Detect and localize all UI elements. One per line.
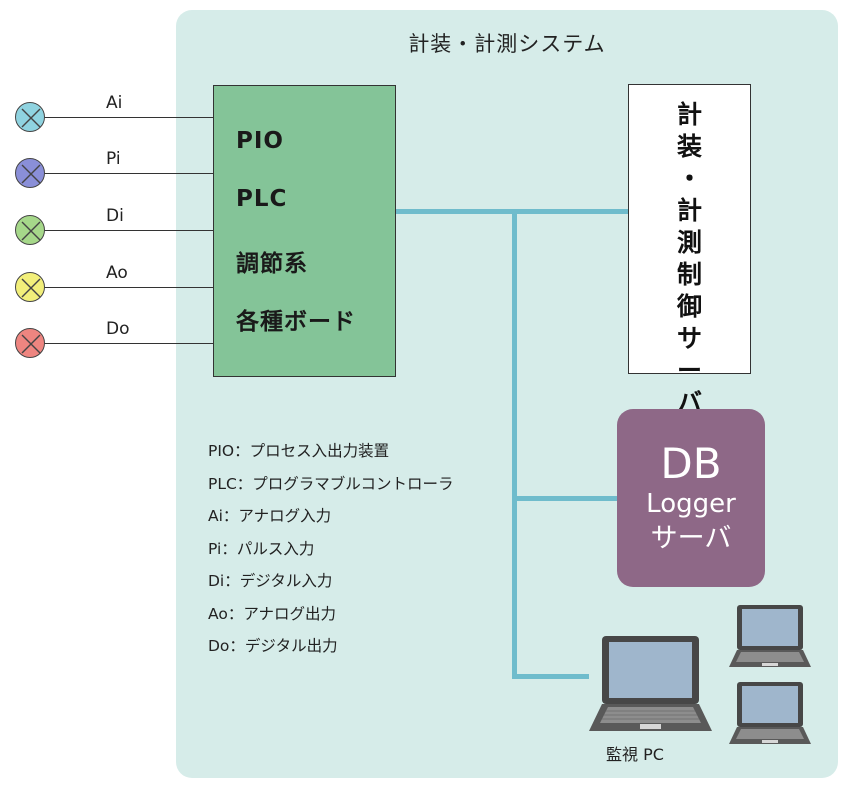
signal-label-pi: Pi [106, 149, 121, 169]
signal-label-ao: Ao [106, 263, 128, 283]
signal-wire-ao [44, 287, 213, 288]
pio-item-boards: 各種ボード [236, 309, 356, 335]
laptop-icon [728, 603, 812, 672]
server-char: 御 [676, 292, 702, 321]
signal-wire-do [44, 343, 213, 344]
server-char: 測 [676, 228, 702, 257]
signal-label-ai: Ai [106, 93, 123, 113]
pio-item-plc: PLC [236, 186, 288, 212]
server-char: 装 [676, 132, 702, 161]
server-char: 計 [676, 100, 702, 129]
db-logger-type: サーバ [650, 523, 732, 554]
signal-wire-ai [44, 117, 213, 118]
network-line-trunk [512, 209, 517, 679]
lamp-icon [15, 215, 45, 245]
control-server-label: 計 装 ・ 計 測 制 御 サ ー バ [629, 99, 750, 419]
db-logger-server: DB Logger サーバ [617, 409, 765, 587]
network-line-pc [512, 674, 589, 679]
laptop-icon [728, 680, 812, 749]
server-char: サ [676, 324, 702, 353]
pio-box: PIO PLC 調節系 各種ボード [213, 85, 396, 377]
legend-item: PLC：プログラマブルコントローラ [208, 474, 454, 493]
server-char: ー [676, 356, 702, 385]
legend-item: Ao：アナログ出力 [208, 604, 337, 623]
legend-item: Di：デジタル入力 [208, 572, 333, 590]
lamp-icon [15, 102, 45, 132]
control-server-box: 計 装 ・ 計 測 制 御 サ ー バ [628, 84, 751, 417]
signal-wire-pi [44, 173, 213, 174]
legend-item: Do：デジタル出力 [208, 637, 338, 655]
signal-label-do: Do [106, 319, 130, 339]
lamp-icon [15, 272, 45, 302]
lamp-icon [15, 328, 45, 358]
legend-item: Ai：アナログ入力 [208, 507, 332, 525]
signal-label-di: Di [106, 206, 124, 226]
signal-wire-di [44, 230, 213, 231]
monitor-pc-label: 監視 PC [606, 745, 664, 764]
panel-title: 計装・計測システム [408, 32, 606, 56]
db-logger-subtitle: Logger [646, 489, 736, 519]
network-line-db [512, 496, 617, 501]
server-char: ・ [676, 164, 702, 193]
pio-item-control: 調節系 [236, 251, 308, 277]
legend: PIO：プロセス入出力装置 PLC：プログラマブルコントローラ Ai：アナログ入… [208, 441, 454, 669]
legend-item: Pi：パルス入力 [208, 539, 315, 558]
laptop-icon [588, 633, 713, 737]
db-logger-title: DB [660, 439, 722, 488]
pio-item-pio: PIO [236, 128, 284, 154]
server-char: 制 [676, 260, 702, 289]
lamp-icon [15, 158, 45, 188]
legend-item: PIO：プロセス入出力装置 [208, 442, 390, 460]
server-char: 計 [676, 196, 702, 225]
